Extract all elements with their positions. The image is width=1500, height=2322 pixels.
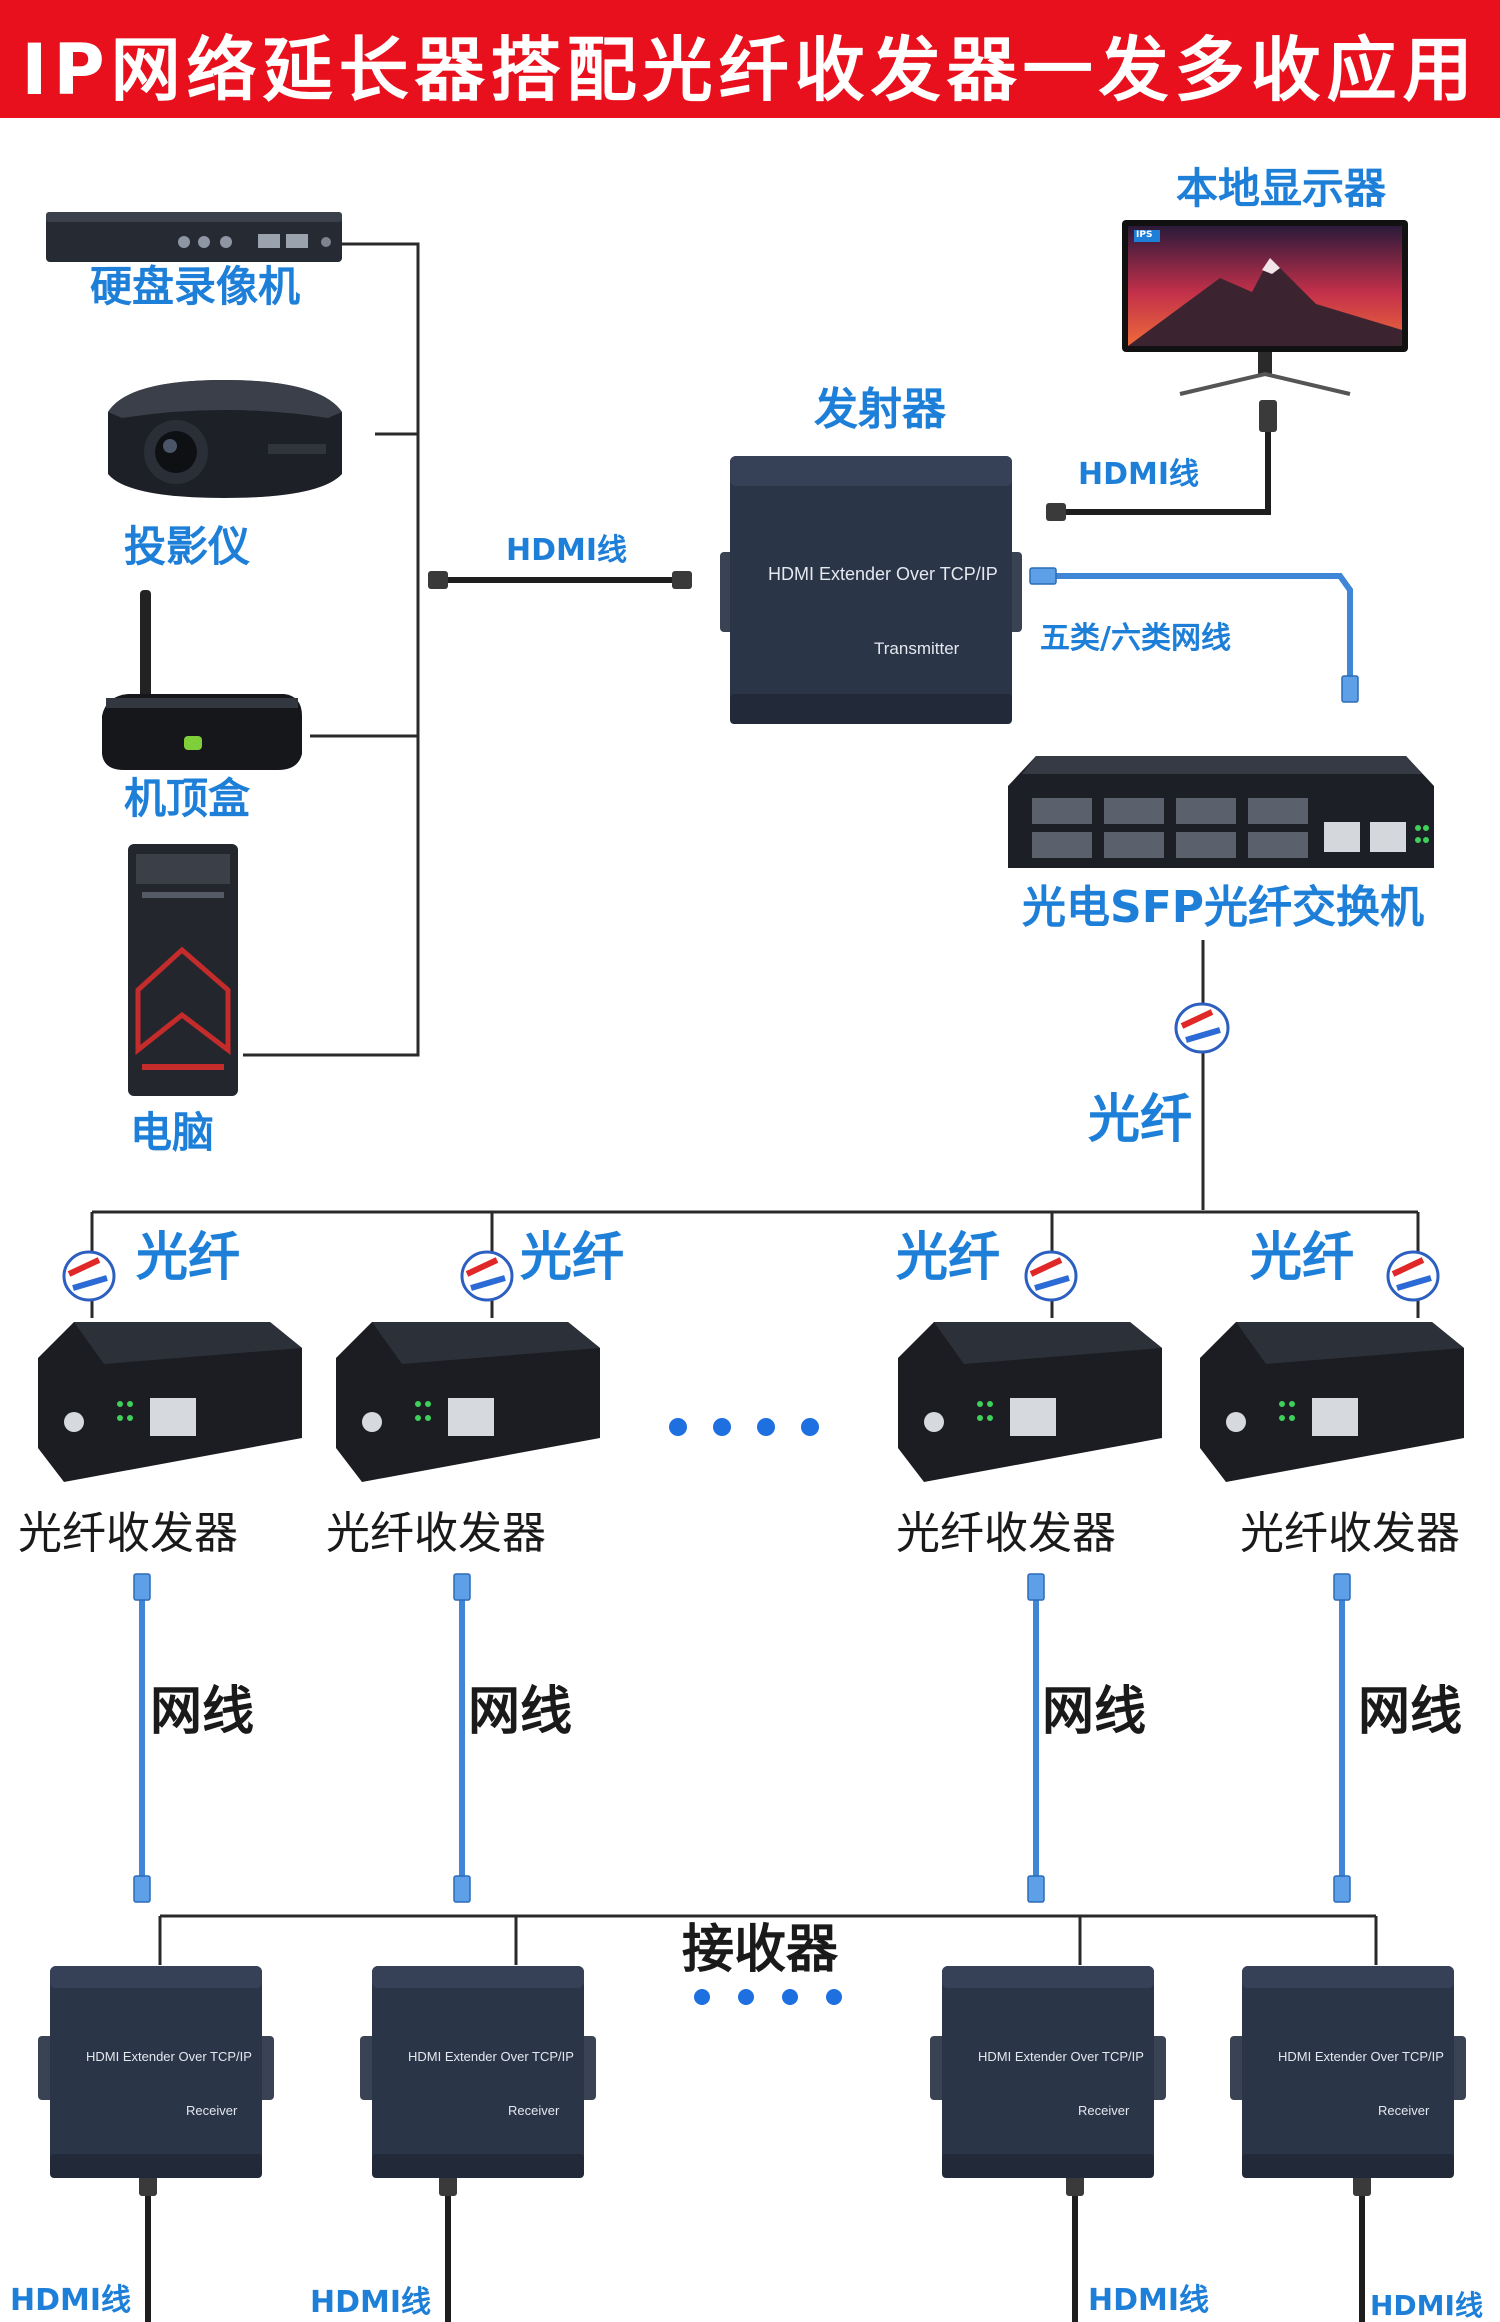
lan-cable-label-2: 网线	[468, 1682, 573, 1742]
fiber-connector-icon-2	[460, 1250, 514, 1302]
receiver-role-text-2: Receiver	[508, 2103, 560, 2118]
branch-fiber-label-2: 光纤	[520, 1228, 625, 1288]
receiver-device-4	[1230, 1966, 1466, 2178]
title-banner: IP网络延长器搭配光纤收发器一发多收应用	[0, 0, 1500, 118]
branch-fiber-label-4: 光纤	[1250, 1228, 1355, 1288]
branch-fiber-label-1: 光纤	[136, 1228, 241, 1288]
hdmi-in-cable-label: HDMI线	[506, 533, 628, 568]
source-label-pc: 电脑	[130, 1108, 215, 1157]
transmitter-label: 发射器	[814, 384, 946, 435]
receiver-hdmi-label-3: HDMI线	[1088, 2283, 1210, 2318]
converter-label-3: 光纤收发器	[896, 1508, 1116, 1559]
fiber-converter-2	[336, 1322, 600, 1482]
receiver-hdmi-label-4: HDMI线	[1370, 2289, 1483, 2322]
receiver-role-text-3: Receiver	[1078, 2103, 1130, 2118]
sfp-switch-device	[1008, 756, 1434, 868]
receiver-device-2	[360, 1966, 596, 2178]
receiver-device-1	[38, 1966, 274, 2178]
set-top-box-icon	[102, 590, 302, 770]
fiber-connector-icon-4	[1386, 1250, 1440, 1302]
switch-label: 光电SFP光纤交换机	[1022, 882, 1424, 933]
fiber-converter-3	[898, 1322, 1162, 1482]
receiver-panel-text-3: HDMI Extender Over TCP/IP	[978, 2049, 1144, 2064]
transmitter-role-text: Transmitter	[874, 639, 960, 658]
receiver-hdmi-label-2: HDMI线	[310, 2285, 432, 2320]
projector-icon	[108, 380, 342, 498]
source-label-projector: 投影仪	[124, 522, 251, 571]
receiver-panel-text-4: HDMI Extender Over TCP/IP	[1278, 2049, 1444, 2064]
hdmi-out-cable-label: HDMI线	[1078, 457, 1200, 492]
page-title: IP网络延长器搭配光纤收发器一发多收应用	[21, 29, 1479, 111]
cat-cable-label: 五类/六类网线	[1040, 621, 1231, 656]
dvr-icon	[46, 212, 342, 262]
monitor-icon	[1122, 220, 1408, 396]
receiver-device-3	[930, 1966, 1166, 2178]
receiver-panel-text-1: HDMI Extender Over TCP/IP	[86, 2049, 252, 2064]
converter-label-1: 光纤收发器	[18, 1508, 238, 1559]
source-label-set-top-box: 机顶盒	[124, 774, 251, 823]
receiver-role-text-4: Receiver	[1378, 2103, 1430, 2118]
fiber-converter-1	[38, 1322, 302, 1482]
branch-fiber-label-3: 光纤	[896, 1228, 1001, 1288]
lan-cable-label-4: 网线	[1358, 1682, 1463, 1742]
transmitter-device	[720, 456, 1022, 724]
converter-label-4: 光纤收发器	[1240, 1508, 1460, 1559]
lan-cable-label-1: 网线	[150, 1682, 255, 1742]
monitor-badge: IPS	[1136, 230, 1153, 240]
fiber-connector-icon-main	[1174, 1002, 1230, 1054]
fiber-connector-icon-3	[1024, 1250, 1078, 1302]
main-fiber-label: 光纤	[1088, 1090, 1193, 1150]
receiver-hdmi-label-1: HDMI线	[10, 2283, 132, 2318]
fiber-converter-4	[1200, 1322, 1464, 1482]
more-converters-dots	[669, 1418, 819, 1436]
receiver-role-text-1: Receiver	[186, 2103, 238, 2118]
transmitter-panel-text: HDMI Extender Over TCP/IP	[768, 564, 998, 584]
monitor-label: 本地显示器	[1176, 164, 1387, 213]
more-receivers-dots	[694, 1989, 842, 2005]
converter-label-2: 光纤收发器	[326, 1508, 546, 1559]
fiber-connector-icon-1	[62, 1250, 116, 1302]
receiver-label: 接收器	[682, 1920, 839, 1980]
lan-cable-label-3: 网线	[1042, 1682, 1147, 1742]
receiver-panel-text-2: HDMI Extender Over TCP/IP	[408, 2049, 574, 2064]
source-label-dvr: 硬盘录像机	[90, 262, 301, 311]
pc-tower-icon	[128, 844, 238, 1096]
